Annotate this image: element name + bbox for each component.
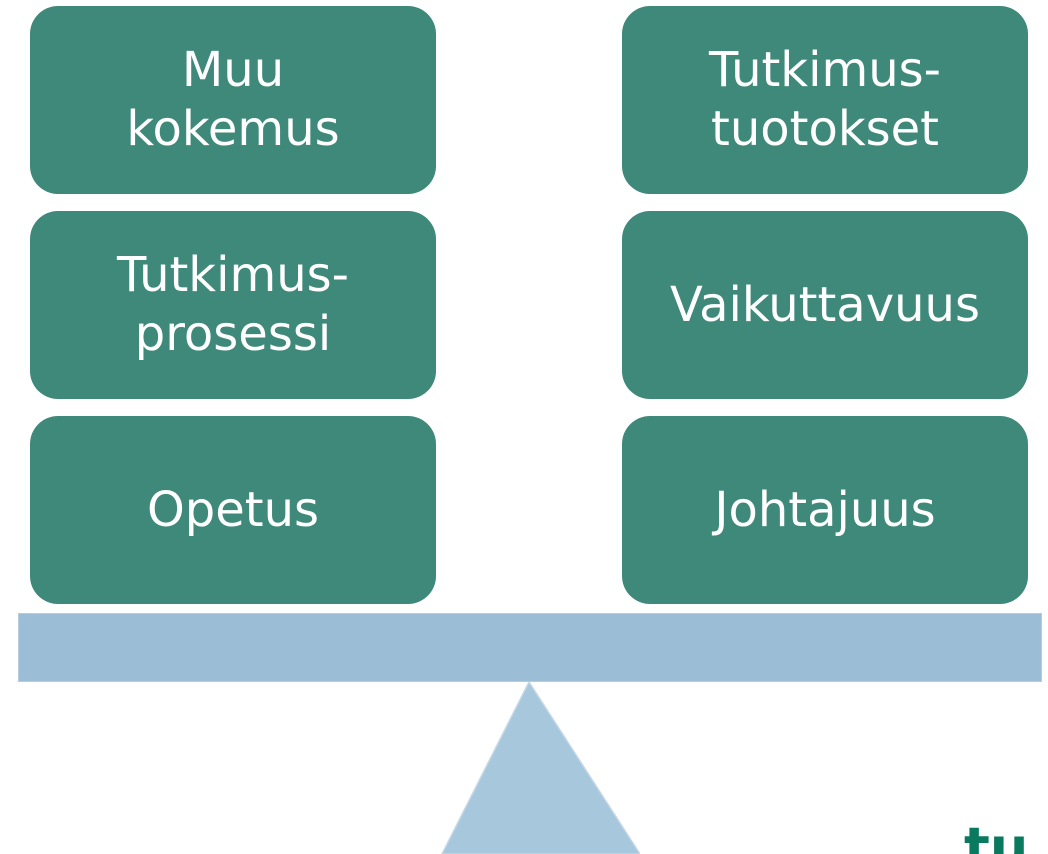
fulcrum-triangle bbox=[441, 682, 640, 854]
right-box-vaikuttavuus: Vaikuttavuus bbox=[622, 211, 1028, 399]
right-box-johtajuus: Johtajuus bbox=[622, 416, 1028, 604]
right-box-tutkimustuotokset: Tutkimus- tuotokset bbox=[622, 6, 1028, 194]
balance-beam bbox=[18, 613, 1042, 682]
left-box-tutkimusprosessi: Tutkimus- prosessi bbox=[30, 211, 436, 399]
left-box-muu-kokemus: Muu kokemus bbox=[30, 6, 436, 194]
svg-text:tu: tu bbox=[964, 822, 1028, 854]
logo-watermark: tu bbox=[964, 822, 1028, 854]
left-box-opetus: Opetus bbox=[30, 416, 436, 604]
